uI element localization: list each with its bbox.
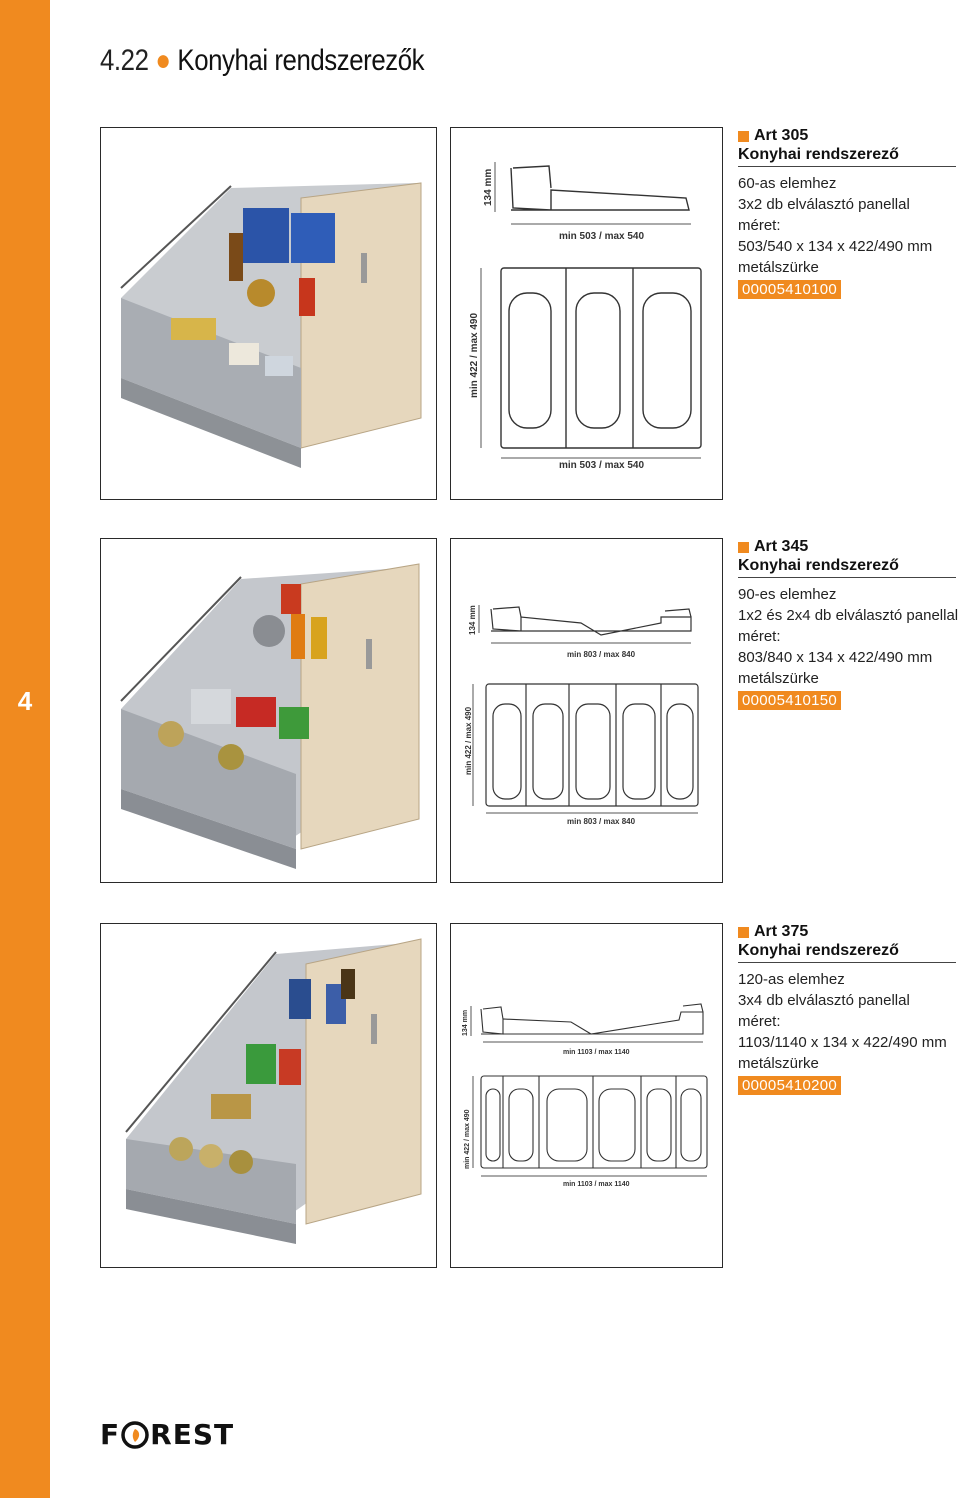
side-tab: 4 (0, 0, 50, 1498)
chapter-number: 4 (17, 686, 33, 716)
art-number: Art 345 (754, 538, 809, 555)
spec-line: 803/840 x 134 x 422/490 mm (738, 649, 933, 666)
spec-line: 503/540 x 134 x 422/490 mm (738, 238, 933, 255)
product-info-art-375: Art 375 Konyhai rendszerező 120-as elemh… (738, 923, 956, 1095)
diagram-bottom-label: min 503 / max 540 (559, 460, 644, 471)
spec-line: 90-es elemhez (738, 586, 837, 603)
spec-line: metálszürke (738, 259, 819, 276)
square-bullet-icon (738, 130, 749, 142)
art-number: Art 305 (754, 127, 809, 144)
diagram-width-label: min 803 / max 840 (567, 650, 636, 659)
spec-line: méret: (738, 628, 781, 645)
logo-o-icon (121, 1420, 149, 1449)
logo-letters-rest: REST (150, 1418, 235, 1451)
section-title: Konyhai rendszerezők (177, 44, 425, 77)
spec-line: méret: (738, 217, 781, 234)
diagram-bottom-label: min 1103 / max 1140 (563, 1181, 630, 1188)
section-number: 4.22 (100, 44, 149, 77)
spec-line: 1x2 és 2x4 db elválasztó panellal (738, 607, 959, 624)
diagram-height-label: 134 mm (483, 169, 494, 206)
spec-line: 3x2 db elválasztó panellal (738, 196, 910, 213)
square-bullet-icon (738, 926, 749, 938)
diagram-art-375: 134 mm min 1103 / max 1140 min 422 / max… (450, 923, 723, 1268)
product-code-badge: 00005410150 (738, 691, 842, 710)
product-info-art-305: Art 305 Konyhai rendszerező 60-as elemhe… (738, 127, 956, 299)
spec-line: metálszürke (738, 1055, 819, 1072)
spec-line: 3x4 db elválasztó panellal (738, 992, 910, 1009)
forest-logo: F REST (100, 1418, 234, 1451)
product-subtitle: Konyhai rendszerező (738, 942, 956, 963)
product-photo-art-305 (100, 127, 437, 500)
logo-letter-f: F (100, 1418, 121, 1451)
product-subtitle: Konyhai rendszerező (738, 146, 956, 167)
product-code-badge: 00005410200 (738, 1076, 842, 1095)
product-info-art-345: Art 345 Konyhai rendszerező 90-es elemhe… (738, 538, 959, 710)
diagram-depth-label: min 422 / max 490 (464, 1109, 471, 1169)
spec-line: 120-as elemhez (738, 971, 845, 988)
diagram-art-345: 134 mm min 803 / max 840 min 422 / max 4… (450, 538, 723, 883)
spec-line: méret: (738, 1013, 781, 1030)
product-code-badge: 00005410100 (738, 280, 842, 299)
product-photo-art-345 (100, 538, 437, 883)
spec-line: 1103/1140 x 134 x 422/490 mm (738, 1034, 947, 1051)
bullet-dot-icon: ● (155, 44, 171, 77)
diagram-width-label: min 1103 / max 1140 (563, 1049, 630, 1056)
diagram-height-label: 134 mm (468, 605, 477, 635)
spec-line: 60-as elemhez (738, 175, 837, 192)
diagram-art-305: 134 mm min 503 / max 540 min 422 / max 4… (450, 127, 723, 500)
page-title: 4.22●Konyhai rendszerezők (100, 44, 425, 78)
square-bullet-icon (738, 541, 749, 553)
product-subtitle: Konyhai rendszerező (738, 557, 956, 578)
spec-line: metálszürke (738, 670, 819, 687)
product-photo-art-375 (100, 923, 437, 1268)
diagram-bottom-label: min 803 / max 840 (567, 817, 636, 826)
diagram-depth-label: min 422 / max 490 (464, 706, 473, 775)
diagram-height-label: 134 mm (462, 1010, 469, 1036)
diagram-depth-label: min 422 / max 490 (469, 313, 480, 398)
diagram-width-label: min 503 / max 540 (559, 231, 644, 242)
art-number: Art 375 (754, 923, 809, 940)
